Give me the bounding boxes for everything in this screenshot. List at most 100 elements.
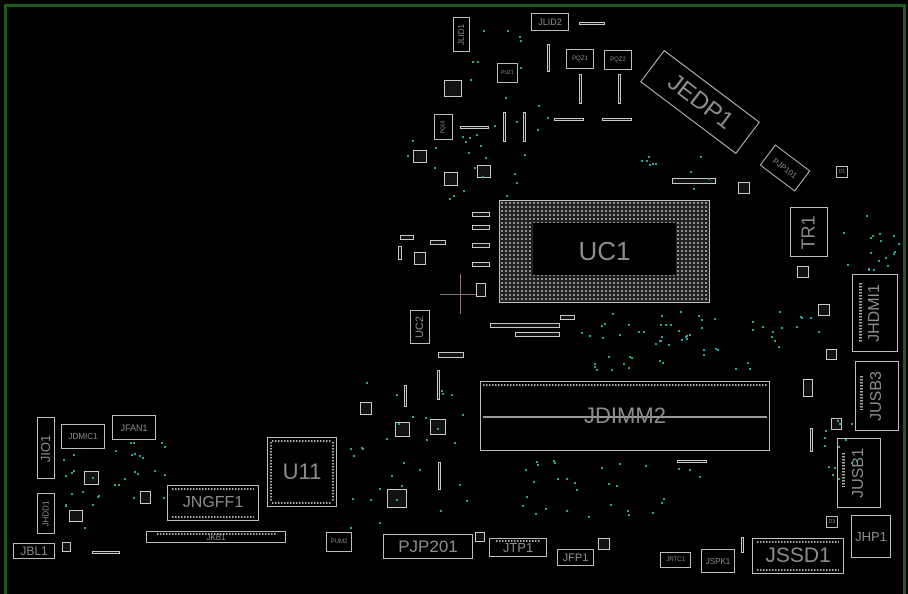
component-u11[interactable]: U11 (267, 437, 337, 507)
component-jhp1[interactable]: JHP1 (851, 515, 891, 558)
via (73, 470, 75, 472)
component-jhdmi1[interactable]: JHDMI1 (852, 274, 898, 352)
via (124, 478, 126, 480)
via (442, 393, 444, 395)
component-jfp1[interactable]: JFP1 (557, 549, 594, 566)
label-uc1: UC1 (578, 236, 631, 266)
passive (360, 402, 372, 415)
via (645, 465, 647, 467)
component-d3[interactable]: D3 (826, 516, 838, 528)
passive (472, 262, 490, 267)
via (361, 447, 363, 449)
component-jlid1[interactable]: JLID1 (453, 17, 470, 52)
component-jfan1[interactable]: JFAN1 (112, 415, 156, 440)
component-jrtc1[interactable]: JRTC1 (660, 552, 691, 568)
component-jdimm2[interactable]: JDIMM2 (480, 381, 770, 451)
component-jlid2[interactable]: JLID2 (531, 13, 569, 31)
component-jdmic1[interactable]: JDMIC1 (61, 424, 105, 449)
via (893, 235, 895, 237)
passive (826, 349, 837, 360)
via (616, 485, 618, 487)
component-pq03[interactable]: PQ03 (434, 114, 453, 140)
via (97, 496, 99, 498)
label-jusb1: JUSB1 (850, 448, 868, 498)
via (451, 394, 453, 396)
component-jkb1[interactable]: JKB1 (146, 531, 286, 543)
component-jbl1[interactable]: JBL1 (13, 543, 55, 559)
component-jngff1[interactable]: JNGFF1 (167, 485, 259, 521)
via (396, 499, 398, 501)
label-pqz1: PQZ1 (572, 56, 588, 62)
label-jkb1: JKB1 (206, 532, 226, 542)
component-jio1[interactable]: JIO1 (37, 417, 55, 479)
via (566, 510, 568, 512)
via (678, 330, 680, 332)
via (662, 362, 664, 364)
via (459, 484, 461, 486)
component-uc1[interactable]: UC1 (499, 200, 710, 303)
label-jusb3: JUSB3 (868, 371, 886, 421)
via (524, 154, 526, 156)
component-d1[interactable]: D1 (836, 166, 848, 178)
via (379, 522, 381, 524)
via (749, 368, 751, 370)
via (576, 489, 578, 491)
via (845, 439, 847, 441)
passive (140, 491, 151, 504)
via (643, 331, 645, 333)
component-jssd1[interactable]: JSSD1 (752, 538, 844, 574)
passive (472, 225, 490, 230)
cursor-crosshair-vertical (460, 274, 461, 314)
passive (547, 44, 550, 72)
component-pqz2[interactable]: PQZ2 (604, 50, 632, 70)
via (472, 61, 474, 63)
passive (444, 172, 458, 186)
via (71, 493, 73, 495)
passive (523, 112, 526, 142)
passive (430, 419, 446, 435)
via (851, 462, 853, 464)
component-puz1[interactable]: PUZ1 (497, 63, 518, 83)
component-jtp1[interactable]: JTP1 (489, 538, 547, 557)
via (118, 484, 120, 486)
component-pjp201[interactable]: PJP201 (383, 534, 473, 559)
via (553, 460, 555, 462)
via (834, 467, 836, 469)
component-uc2[interactable]: UC2 (410, 310, 430, 344)
via (352, 498, 354, 500)
label-jlid1: JLID1 (457, 24, 466, 45)
component-jspk1[interactable]: JSPK1 (701, 549, 735, 573)
via (482, 176, 484, 178)
via (506, 195, 508, 197)
via (668, 344, 670, 346)
passive (490, 323, 560, 328)
via (92, 477, 94, 479)
via (665, 324, 667, 326)
via (715, 348, 717, 350)
via (735, 368, 737, 370)
via (703, 354, 705, 356)
via (686, 338, 688, 340)
component-jusb3[interactable]: JUSB3 (855, 361, 899, 431)
component-jhdd1[interactable]: JHDD1 (37, 493, 55, 534)
component-jusb1[interactable]: JUSB1 (837, 438, 881, 508)
via (898, 243, 900, 245)
label-puz1: PUZ1 (501, 70, 514, 76)
via (638, 331, 640, 333)
component-pum2[interactable]: PUM2 (326, 532, 352, 552)
label-tr1: TR1 (798, 214, 819, 250)
label-uc2: UC2 (414, 315, 427, 339)
passive (677, 460, 707, 463)
component-pqz1[interactable]: PQZ1 (566, 49, 594, 69)
label-jio1: JIO1 (38, 434, 54, 462)
component-tr1[interactable]: TR1 (790, 207, 828, 257)
via (778, 346, 780, 348)
via (65, 475, 67, 477)
via (747, 362, 749, 364)
via (516, 121, 518, 123)
via (708, 178, 710, 180)
via (396, 394, 398, 396)
via (537, 464, 539, 466)
via (114, 484, 116, 486)
via (403, 462, 405, 464)
